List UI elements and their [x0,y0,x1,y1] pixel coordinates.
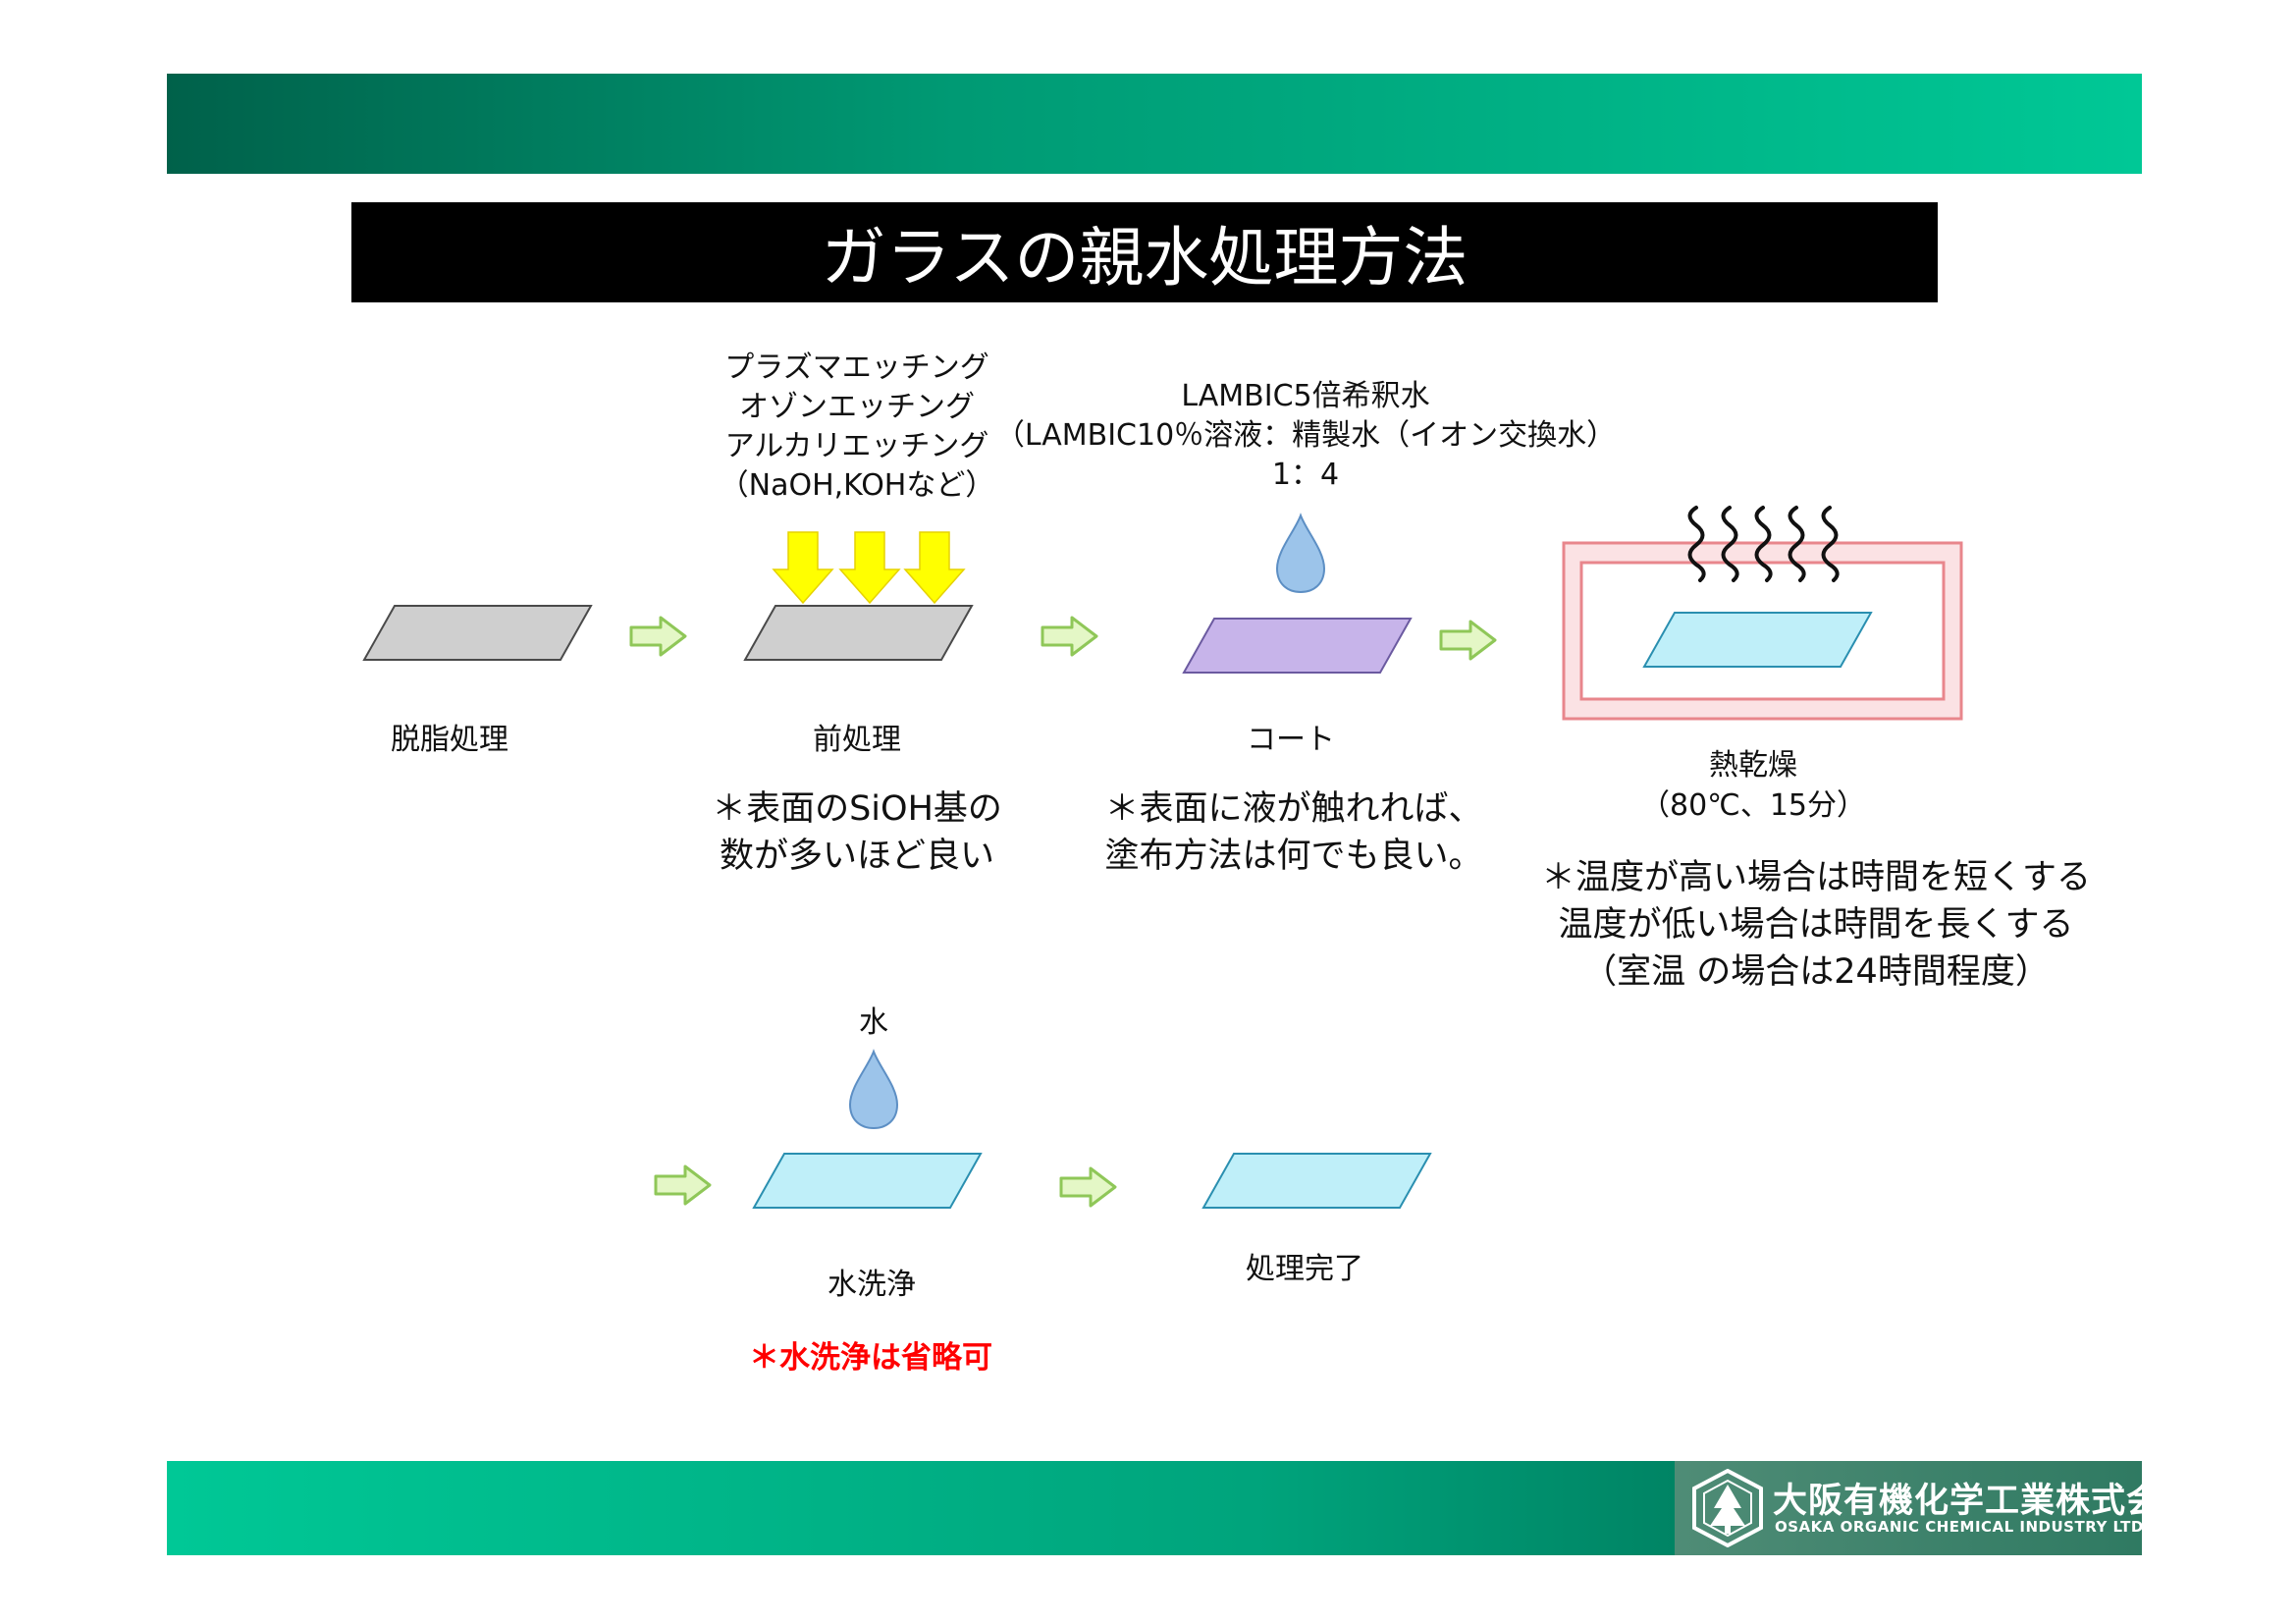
note-line: ＊温度が高い場合は時間を短くする [1540,858,2092,897]
pretreat-methods: プラズマエッチング オゾンエッチング アルカリエッチング （NaOH,KOHなど… [720,349,995,506]
step-label-coat: コート [1247,723,1335,757]
coat-liquid-line: （LAMBIC10％溶液：精製水（イオン交換水） [994,418,1617,453]
drop-icon-wash [849,1051,898,1129]
page-title: ガラスの親水処理方法 [351,202,1938,302]
note-coat: ＊表面に液が触れれば、 塗布方法は何でも良い。 [1104,785,1482,880]
flow-arrow-1 [629,616,687,657]
note-line: 温度が低い場合は時間を長くする [1558,905,2074,945]
pretreat-method: プラズマエッチング [724,351,989,385]
yellow-arrows [773,531,965,604]
note-wash-optional: ＊水洗浄は省略可 [749,1340,992,1376]
flow-arrow-5 [1059,1166,1117,1208]
down-arrow-3 [904,531,965,604]
company-name-jp: 大阪有機化学工業株式会社 [1773,1482,2198,1521]
dry-condition: （80℃、15分） [1639,788,1867,823]
note-line: ＊表面のSiOH基の [712,789,1002,829]
flow-arrow-2 [1041,616,1098,657]
note-line: ＊表面に液が触れれば、 [1104,789,1483,829]
coat-liquid-line: 1：4 [1271,458,1340,492]
header-band [167,74,2142,174]
oven [1562,506,1963,721]
page-title-text: ガラスの親水処理方法 [821,220,1468,296]
coat-liquid: LAMBIC5倍希釈水 （LAMBIC10％溶液：精製水（イオン交換水） 1：4 [995,377,1616,495]
glass-drying [1642,612,1873,668]
step-label-pretreat: 前処理 [813,723,901,757]
drop-icon-coat [1276,514,1325,593]
company-name-en: OSAKA ORGANIC CHEMICAL INDUSTRY LTD. [1775,1518,2150,1536]
glass-degreased [362,605,593,661]
down-arrow-1 [773,531,833,604]
note-pretreat: ＊表面のSiOH基の 数が多いほど良い [712,785,1002,880]
note-line: （室温 の場合は24時間程度） [1582,952,2050,992]
glass-washed [752,1153,983,1209]
pretreat-method: アルカリエッチング [724,429,989,463]
glass-pretreated [743,605,974,661]
note-dry: ＊温度が高い場合は時間を短くする 温度が低い場合は時間を長くする （室温 の場合… [1541,854,2091,996]
pretreat-method: （NaOH,KOHなど） [719,468,995,503]
wash-liquid-label: 水 [859,1005,888,1040]
step-label-degrease: 脱脂処理 [391,723,508,757]
flow-arrow-4 [654,1164,712,1206]
down-arrow-2 [839,531,900,604]
step-label-done: 処理完了 [1246,1252,1363,1286]
flow-arrow-3 [1439,620,1497,661]
coat-liquid-line: LAMBIC5倍希釈水 [1181,379,1430,413]
step-label-dry: 熱乾燥 [1709,748,1797,783]
step-label-wash: 水洗浄 [828,1268,916,1302]
glass-coated [1182,618,1413,674]
company-logo: 大阪有機化学工業株式会社 OSAKA ORGANIC CHEMICAL INDU… [1675,1461,2196,1555]
note-line: 塗布方法は何でも良い。 [1104,837,1483,876]
oven-frame [1562,541,1963,721]
glass-finished [1201,1153,1432,1209]
company-emblem-icon [1692,1469,1763,1547]
pretreat-method: オゾンエッチング [739,390,975,424]
note-line: 数が多いほど良い [719,837,994,876]
